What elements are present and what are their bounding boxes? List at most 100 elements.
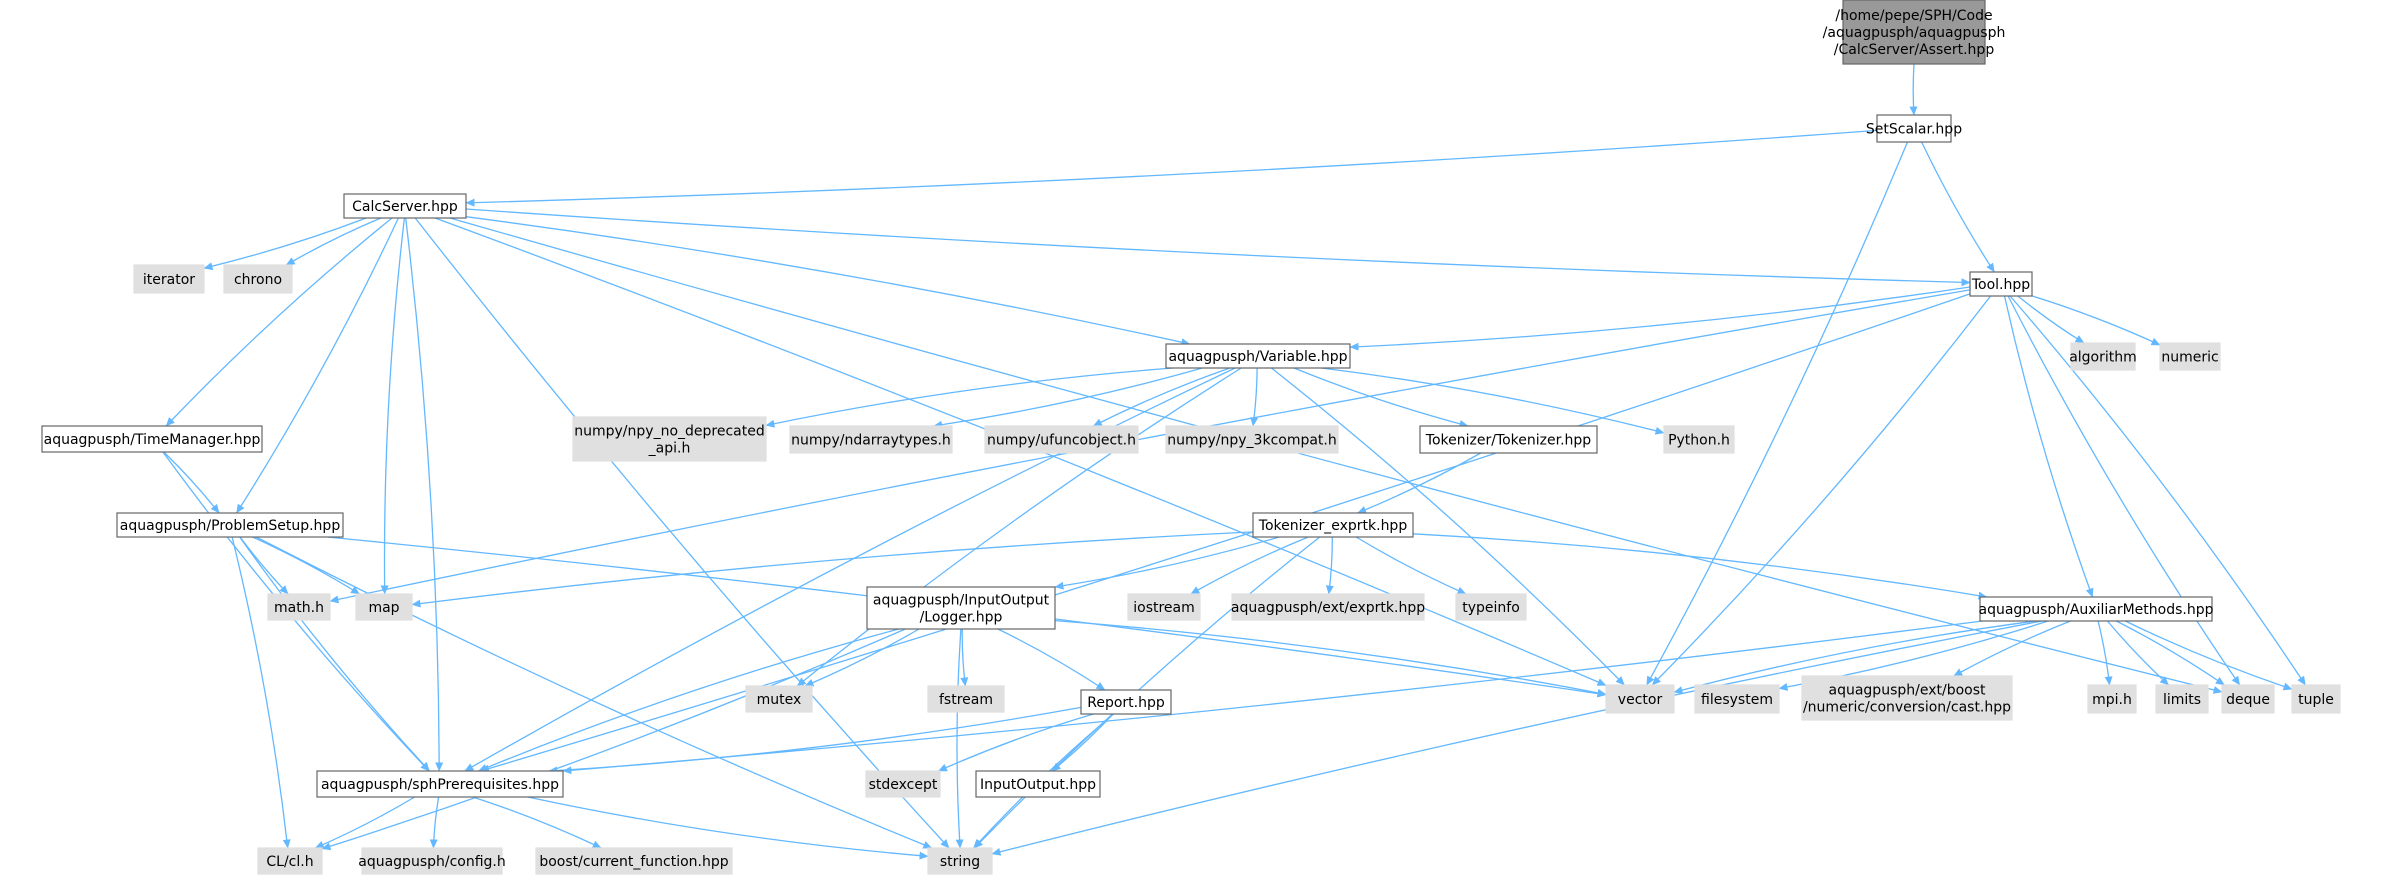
node-box	[1876, 114, 1952, 143]
edge-tool-to-auxiliar	[2003, 295, 2094, 598]
edge-tokenizer-to-exprtk_hpp	[1357, 452, 1482, 514]
edge-tool-to-algorithm	[2017, 295, 2085, 344]
node-label: tuple	[2298, 692, 2334, 708]
node-sphprereq[interactable]: aquagpusph/sphPrerequisites.hpp	[316, 770, 564, 798]
edge-calcserver-to-map	[380, 217, 406, 595]
edge-exprtk_hpp-to-auxiliar	[1412, 533, 1988, 600]
node-label: aquagpusph/AuxiliarMethods.hpp	[1979, 602, 2214, 618]
node-exprtk_hpp[interactable]: Tokenizer_exprtk.hpp	[1252, 512, 1414, 538]
node-label: Report.hpp	[1087, 695, 1165, 711]
node-label: Tool.hpp	[1971, 277, 2030, 293]
node-iterator: iterator	[133, 264, 205, 294]
node-ufuncobject: numpy/ufuncobject.h	[984, 425, 1139, 454]
edge-variable-to-vector	[1270, 367, 1625, 686]
node-problemsetup[interactable]: aquagpusph/ProblemSetup.hpp	[116, 512, 344, 538]
node-setscalar[interactable]: SetScalar.hpp	[1866, 114, 1962, 143]
node-calcserver[interactable]: CalcServer.hpp	[343, 193, 467, 219]
edge-calcserver-to-sphprereq	[405, 217, 444, 772]
edge-problemsetup-to-clh	[231, 536, 291, 849]
node-assert[interactable]: /home/pepe/SPH/Code/aquagpusph/aquagpusp…	[1823, 0, 2006, 65]
edge-calcserver-to-problemsetup	[236, 217, 399, 514]
node-box	[343, 193, 467, 219]
node-label: aquagpusph/sphPrerequisites.hpp	[321, 777, 559, 793]
edge-variable-to-ufuncobject	[1092, 367, 1231, 427]
node-label: /home/pepe/SPH/Code	[1835, 8, 1992, 24]
edge-timemanager-to-problemsetup	[163, 451, 220, 514]
edge-setscalar-to-vector	[1646, 141, 1909, 686]
node-label: mutex	[757, 692, 802, 708]
edge-tool-to-vector	[1651, 295, 1992, 686]
node-report[interactable]: Report.hpp	[1080, 689, 1172, 715]
node-mathh: math.h	[267, 593, 331, 621]
node-inputoutput[interactable]: InputOutput.hpp	[975, 770, 1101, 798]
node-label: Python.h	[1668, 433, 1730, 449]
node-label: aquagpusph/config.h	[358, 854, 506, 870]
node-npy3k: numpy/npy_3kcompat.h	[1165, 425, 1339, 454]
node-label: fstream	[939, 692, 993, 708]
edge-tool-to-tuple	[2009, 295, 2306, 686]
edge-setscalar-to-tool	[1921, 141, 1995, 273]
node-label: numpy/ufuncobject.h	[987, 433, 1136, 449]
node-label: numeric	[2161, 350, 2218, 366]
node-iostream: iostream	[1127, 593, 1201, 621]
node-box	[1969, 271, 2033, 297]
edge-tool-to-mathh	[329, 289, 1971, 604]
edge-auxiliar-to-string	[991, 620, 2043, 856]
node-box	[257, 847, 323, 875]
node-label: numpy/npy_3kcompat.h	[1167, 433, 1337, 449]
edge-exprtk_hpp-to-map	[411, 531, 1254, 608]
node-clh: CL/cl.h	[257, 847, 323, 875]
edge-problemsetup-to-sphprereq	[239, 536, 430, 772]
edge-sphprereq-to-config	[429, 796, 440, 849]
node-box	[1455, 593, 1527, 621]
node-box	[984, 425, 1139, 454]
node-box	[927, 685, 1005, 713]
node-logger[interactable]: aquagpusph/InputOutput/Logger.hpp	[866, 586, 1056, 630]
edge-variable-to-tokenizer	[1293, 367, 1469, 428]
edge-calcserver-to-string	[414, 217, 950, 849]
node-label: vector	[1618, 692, 1663, 708]
node-label: stdexcept	[869, 777, 938, 793]
node-label: aquagpusph/ProblemSetup.hpp	[120, 518, 341, 534]
edge-logger-to-clh	[321, 628, 906, 851]
node-label: Tokenizer_exprtk.hpp	[1258, 518, 1408, 534]
edges-layer	[162, 63, 2306, 860]
edge-exprtk_hpp-to-string	[973, 536, 1321, 849]
edge-logger-to-vector	[1054, 619, 1607, 697]
edge-report-to-stdexcept	[937, 713, 1094, 772]
edge-problemsetup-to-string	[255, 536, 933, 849]
node-label: /Logger.hpp	[920, 610, 1003, 626]
node-label: typeinfo	[1462, 600, 1520, 616]
node-box	[2087, 684, 2137, 714]
edge-logger-to-sphprereq	[478, 628, 899, 772]
node-box	[2155, 684, 2209, 714]
node-python: Python.h	[1663, 425, 1735, 454]
node-auxiliar[interactable]: aquagpusph/AuxiliarMethods.hpp	[1979, 596, 2214, 622]
edge-variable-to-npy_nodep	[765, 367, 1173, 428]
node-config: aquagpusph/config.h	[358, 847, 506, 875]
edge-auxiliar-to-tuple	[2125, 620, 2293, 691]
node-chrono: chrono	[223, 264, 293, 294]
node-label: iterator	[143, 272, 195, 288]
node-label: limits	[2163, 692, 2201, 708]
node-label: SetScalar.hpp	[1866, 122, 1962, 138]
node-limits: limits	[2155, 684, 2209, 714]
edge-variable-to-python	[1321, 367, 1665, 435]
node-mutex: mutex	[745, 685, 813, 713]
node-tokenizer[interactable]: Tokenizer/Tokenizer.hpp	[1419, 425, 1598, 454]
edge-logger-to-mutex	[804, 628, 920, 687]
node-box	[1419, 425, 1598, 454]
edge-auxiliar-to-sphprereq	[562, 620, 1983, 775]
node-tool[interactable]: Tool.hpp	[1969, 271, 2033, 297]
node-variable[interactable]: aquagpusph/Variable.hpp	[1165, 343, 1351, 369]
node-box	[927, 847, 993, 875]
node-box	[267, 593, 331, 621]
node-label: /CalcServer/Assert.hpp	[1834, 42, 1995, 58]
node-deque: deque	[2221, 684, 2275, 714]
node-box	[116, 512, 344, 538]
node-box	[1231, 593, 1425, 621]
node-label: filesystem	[1701, 692, 1773, 708]
node-timemanager[interactable]: aquagpusph/TimeManager.hpp	[41, 425, 263, 453]
node-box	[2070, 342, 2136, 371]
node-typeinfo: typeinfo	[1455, 593, 1527, 621]
